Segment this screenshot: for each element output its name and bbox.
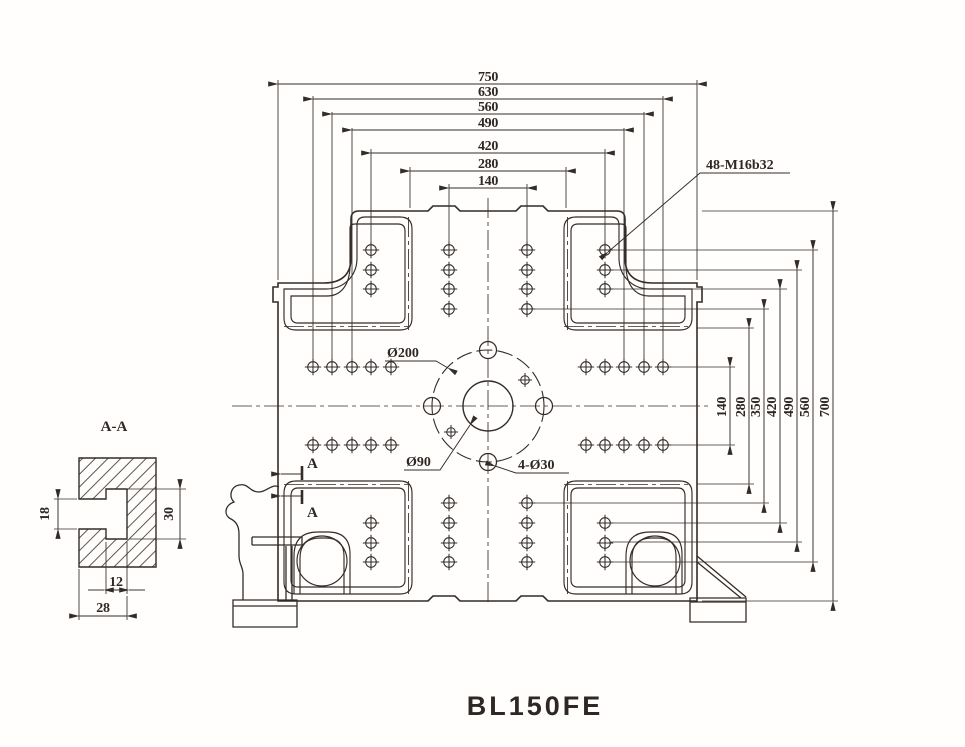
centerlines	[232, 198, 708, 606]
dim-right-280: 280	[734, 397, 749, 417]
dim-top-560: 560	[478, 100, 498, 115]
section-title: A-A	[101, 419, 128, 435]
section-extension-lines	[54, 488, 186, 620]
locating-hole-90	[462, 380, 514, 432]
dimension-texts: 750 630 560 490 420 280 140 140 280 350 …	[38, 70, 833, 616]
bolt-circle-callout: Ø200	[387, 346, 419, 361]
dim-top-280: 280	[478, 157, 498, 172]
main-view	[225, 80, 838, 628]
section-view	[54, 457, 186, 620]
dim-top-630: 630	[478, 85, 498, 100]
tslot-groove-panels	[283, 216, 693, 595]
dim-right-350: 350	[749, 397, 764, 417]
dim-total-depth-28: 28	[96, 601, 110, 616]
tie-bar-bosses	[293, 531, 683, 594]
tie-bar-hole-left	[296, 535, 348, 587]
section-letter-top: A	[307, 456, 318, 472]
platen-outline	[272, 205, 703, 602]
extension-lines	[277, 80, 838, 602]
corner-holes-30	[422, 340, 554, 472]
dim-groove-depth-12: 12	[109, 575, 123, 590]
tslot-section-profile	[78, 457, 157, 568]
dim-right-560: 560	[798, 397, 813, 417]
corner-holes-callout: 4-Ø30	[518, 458, 555, 473]
dim-right-420: 420	[765, 397, 780, 417]
top-dimension-lines	[268, 81, 707, 191]
thread-callout: 48-M16b32	[706, 158, 774, 173]
dim-right-490: 490	[782, 397, 797, 417]
section-dimension-lines	[55, 479, 183, 619]
dim-top-420: 420	[478, 139, 498, 154]
section-cut-marks	[271, 466, 304, 504]
dim-slot-width-18: 18	[38, 507, 53, 521]
dim-right-140: 140	[715, 397, 730, 417]
model-label: BL150FE	[467, 691, 604, 721]
right-dimension-lines	[727, 201, 836, 611]
dim-right-700: 700	[818, 397, 833, 417]
section-letter-bottom: A	[307, 505, 318, 521]
dim-groove-width-30: 30	[162, 507, 177, 521]
tie-bar-hole-right	[629, 535, 681, 587]
dim-top-750: 750	[478, 70, 498, 85]
dim-top-490: 490	[478, 116, 498, 131]
left-foot	[225, 484, 303, 628]
leader-lines	[385, 172, 790, 474]
dim-top-140: 140	[478, 174, 498, 189]
right-foot	[689, 555, 747, 623]
center-hole-callout: Ø90	[406, 455, 431, 470]
